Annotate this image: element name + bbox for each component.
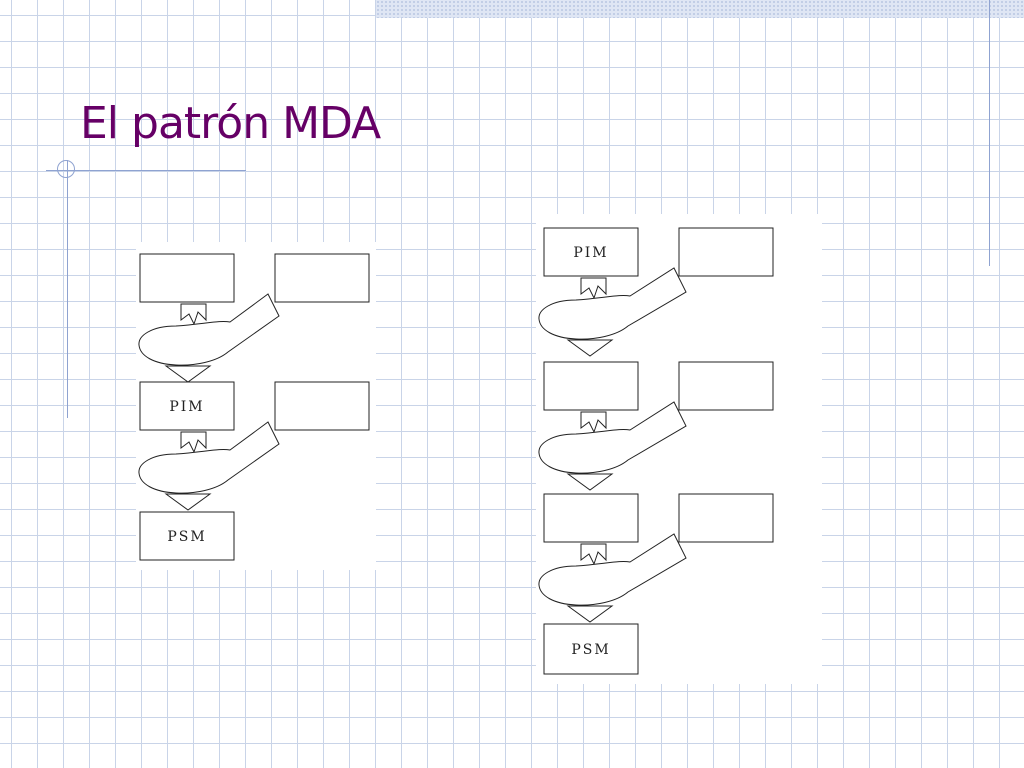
arrowhead bbox=[566, 339, 614, 357]
psm-label: PSM bbox=[167, 529, 206, 545]
pim-box bbox=[139, 381, 235, 431]
transformation-arrow bbox=[580, 411, 607, 434]
psm-label: PSM bbox=[571, 642, 610, 658]
arrowhead bbox=[566, 605, 614, 623]
pim-box bbox=[543, 227, 639, 277]
transformation-lens bbox=[538, 267, 687, 340]
mapping-box bbox=[678, 493, 774, 543]
transformation-arrow bbox=[180, 303, 207, 326]
transformation-arrow bbox=[180, 431, 207, 454]
model-box bbox=[543, 361, 639, 411]
left-vertical-rule bbox=[67, 160, 68, 418]
title-ornament-circle bbox=[57, 160, 75, 178]
diagram-left: PIM PSM bbox=[136, 242, 376, 570]
top-decorative-band bbox=[376, 0, 1024, 18]
mapping-box bbox=[678, 361, 774, 411]
transformation-arrow bbox=[580, 543, 607, 566]
transformation-lens bbox=[138, 421, 280, 494]
psm-box bbox=[543, 623, 639, 675]
psm-box bbox=[139, 511, 235, 561]
transformation-lens bbox=[138, 293, 280, 366]
arrowhead bbox=[164, 365, 212, 383]
transformation-lens bbox=[538, 401, 687, 474]
transformation-arrow bbox=[580, 277, 607, 300]
transformation-lens bbox=[538, 533, 687, 606]
right-vertical-rule bbox=[989, 0, 990, 266]
pim-label: PIM bbox=[573, 245, 608, 261]
arrowhead bbox=[566, 473, 614, 491]
model-box bbox=[139, 253, 235, 303]
pim-label: PIM bbox=[169, 399, 204, 415]
title-underline-rule bbox=[46, 170, 246, 171]
diagram-right: PIM PSM bbox=[536, 214, 822, 684]
arrowhead bbox=[164, 493, 212, 511]
mapping-box bbox=[274, 381, 370, 431]
mapping-box bbox=[274, 253, 370, 303]
model-box bbox=[543, 493, 639, 543]
slide-title: El patrón MDA bbox=[80, 98, 381, 149]
mapping-box bbox=[678, 227, 774, 277]
